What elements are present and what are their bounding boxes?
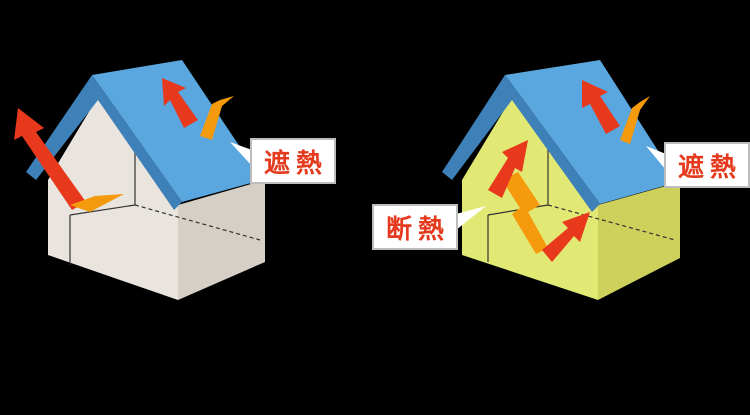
right-orange-arrow-roof [620,96,650,144]
right-red-arrow-inner-right [542,212,590,262]
right-red-arrow-inner-up [488,140,528,198]
heat-shield-label-right: 遮熱 [664,142,750,188]
left-callout-pointer [230,142,252,166]
right-house [442,60,680,300]
right-house-side-wall [598,182,680,300]
right-orange-zigzag [502,172,548,254]
insulation-text: 断熱 [385,214,450,245]
heat-shield-label-left: 遮熱 [250,138,336,184]
left-orange-arrow-floor [70,194,124,212]
left-red-arrow-roof [162,78,198,128]
left-orange-arrow-roof [200,96,234,140]
mid-callout-pointer [456,206,486,230]
left-house [14,60,265,300]
right-house-roof-front [442,75,600,212]
right-red-arrow-roof [582,80,620,134]
left-house-roof-right [92,60,262,202]
heat-shield-text-right: 遮熱 [677,152,742,183]
right-callout-pointer [646,146,666,170]
insulation-label: 断熱 [372,204,458,250]
left-red-arrow-wall [14,108,86,210]
left-house-side-wall [178,180,265,300]
right-house-roof-right [505,60,678,204]
left-house-roof-front [26,75,182,210]
heat-shield-text-left: 遮熱 [263,148,328,179]
